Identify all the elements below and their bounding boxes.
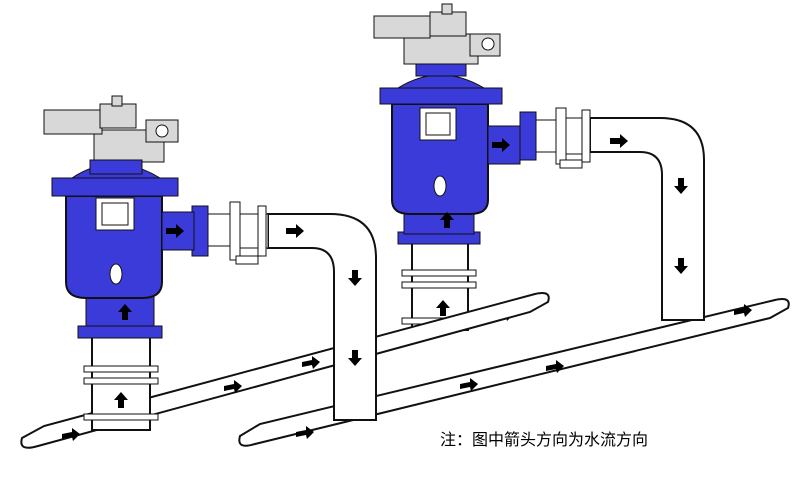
black-arrow-icon <box>62 428 80 441</box>
black-arrow-icon <box>302 356 320 369</box>
black-arrow-icon <box>440 212 454 228</box>
black-arrow-icon <box>348 350 362 366</box>
black-arrow-icon <box>610 134 628 148</box>
black-arrow-icon <box>674 258 688 274</box>
filter-unit-front <box>20 95 550 449</box>
front-gear-motor-icon <box>43 95 179 175</box>
rear-header-pipe <box>238 298 790 447</box>
black-arrow-icon <box>546 360 564 373</box>
black-arrow-icon <box>166 224 184 238</box>
black-arrow-icon <box>460 378 478 391</box>
black-arrow-icon <box>436 300 450 316</box>
black-arrow-icon <box>114 392 128 408</box>
rear-flow-arrows <box>296 134 752 439</box>
black-arrow-icon <box>118 304 132 320</box>
rear-filter-body <box>391 103 489 215</box>
front-inlet-pipe <box>83 335 159 431</box>
front-butterfly-valve <box>191 201 269 265</box>
black-arrow-icon <box>224 380 242 393</box>
front-flow-arrows <box>62 224 362 441</box>
rear-outlet-elbow <box>589 117 705 321</box>
black-arrow-icon <box>674 178 688 194</box>
black-arrow-icon <box>296 426 314 439</box>
black-arrow-icon <box>734 304 752 317</box>
flow-direction-note: 注：图中箭头方向为水流方向 <box>440 430 649 449</box>
rear-gear-motor-icon <box>373 3 501 77</box>
front-outlet-elbow <box>267 213 377 421</box>
black-arrow-icon <box>492 138 510 152</box>
front-header-pipe <box>20 292 550 449</box>
rear-butterfly-valve <box>519 107 591 169</box>
front-filter-body <box>65 195 163 299</box>
black-arrow-icon <box>348 270 362 286</box>
black-arrow-icon <box>286 224 304 238</box>
